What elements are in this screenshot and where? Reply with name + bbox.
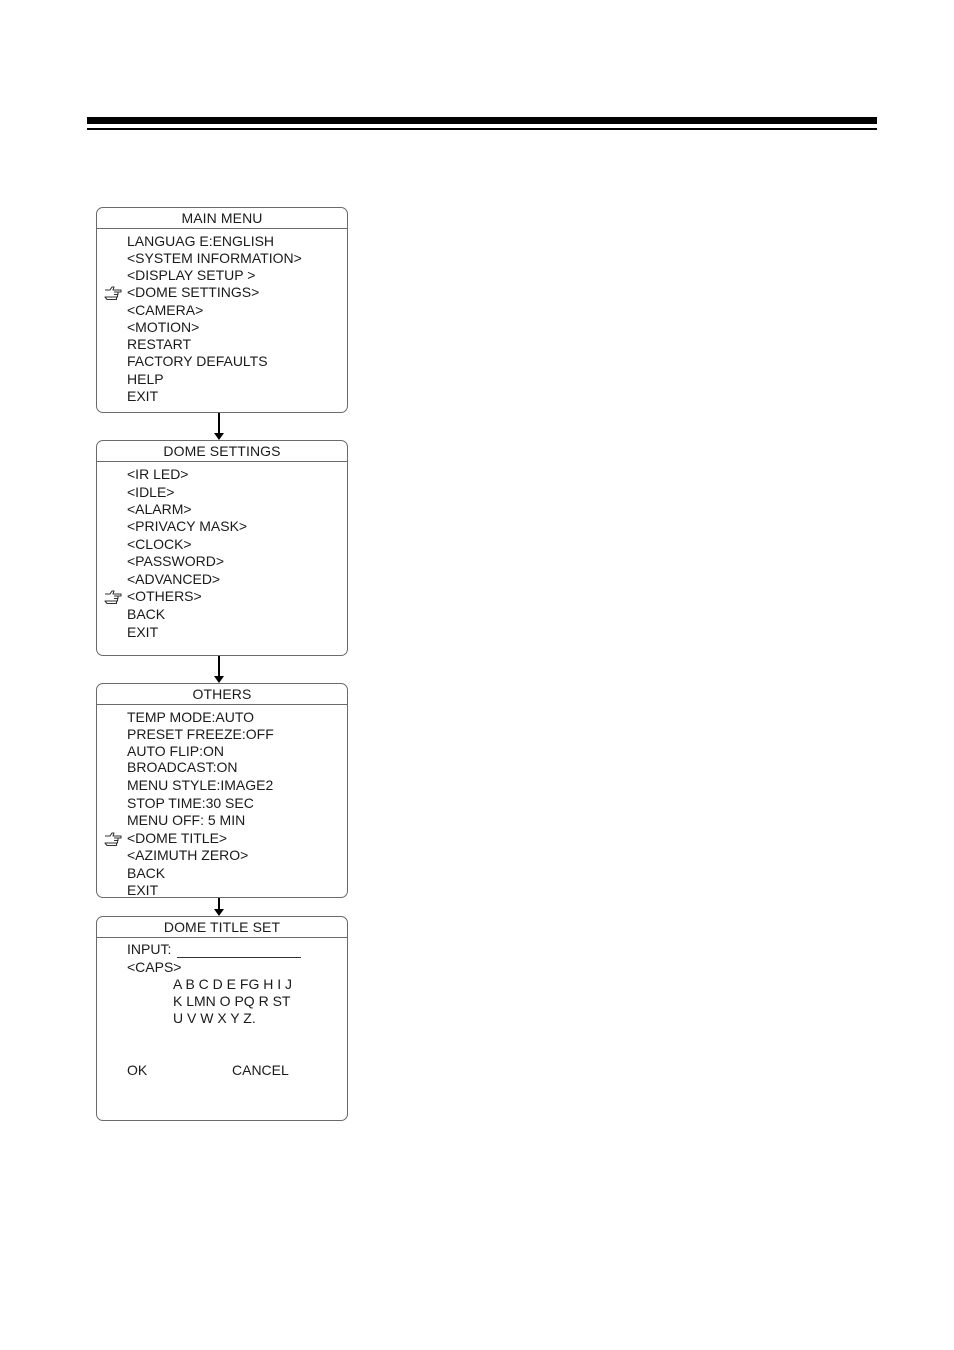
menu-item-advanced[interactable]: <ADVANCED> [127, 571, 221, 587]
others-title: OTHERS [97, 684, 347, 705]
menu-item-broadcast[interactable]: BROADCAST:ON [127, 759, 238, 775]
menu-item-back[interactable]: BACK [127, 865, 166, 881]
others-panel: OTHERS TEMP MODE:AUTO PRESET FREEZE:OFF … [96, 683, 348, 898]
menu-item-motion[interactable]: <MOTION> [127, 319, 200, 335]
dome-settings-panel: DOME SETTINGS <IR LED> <IDLE> <ALARM> <P… [96, 440, 348, 656]
menu-item-dome-title[interactable]: <DOME TITLE> [127, 830, 228, 846]
menu-item-temp-mode[interactable]: TEMP MODE:AUTO [127, 709, 255, 725]
menu-item-menu-style[interactable]: MENU STYLE:IMAGE2 [127, 777, 274, 793]
menu-item-clock[interactable]: <CLOCK> [127, 536, 192, 552]
dome-title-set-title: DOME TITLE SET [97, 917, 347, 938]
menu-item-camera[interactable]: <CAMERA> [127, 302, 204, 318]
menu-item-auto-flip[interactable]: AUTO FLIP:ON [127, 743, 224, 759]
menu-item-restart[interactable]: RESTART [127, 336, 192, 352]
header-rule-thick [87, 117, 877, 124]
menu-item-stop-time[interactable]: STOP TIME:30 SEC [127, 795, 254, 811]
dome-settings-title: DOME SETTINGS [97, 441, 347, 462]
menu-item-exit[interactable]: EXIT [127, 882, 159, 898]
dome-title-set-panel: DOME TITLE SET INPUT: <CAPS> A B C D E F… [96, 916, 348, 1121]
menu-item-dome-settings[interactable]: <DOME SETTINGS> [127, 284, 260, 300]
menu-item-password[interactable]: <PASSWORD> [127, 553, 224, 569]
menu-item-exit[interactable]: EXIT [127, 624, 159, 640]
menu-item-ir-led[interactable]: <IR LED> [127, 466, 189, 482]
menu-item-azimuth-zero[interactable]: <AZIMUTH ZERO> [127, 847, 249, 863]
menu-item-language[interactable]: LANGUAG E:ENGLISH [127, 233, 275, 249]
menu-item-exit[interactable]: EXIT [127, 388, 159, 404]
down-arrow-icon [214, 898, 224, 916]
main-menu-title: MAIN MENU [97, 208, 347, 229]
menu-item-others[interactable]: <OTHERS> [127, 588, 202, 604]
pointing-hand-icon [104, 832, 122, 847]
alphabet-row[interactable]: A B C D E FG H I J [173, 976, 293, 992]
menu-item-privacy-mask[interactable]: <PRIVACY MASK> [127, 518, 248, 534]
header-rule-thin [87, 128, 877, 130]
main-menu-panel: MAIN MENU LANGUAG E:ENGLISH <SYSTEM INFO… [96, 207, 348, 413]
down-arrow-icon [214, 413, 224, 440]
input-label: INPUT: [127, 941, 172, 957]
pointing-hand-icon [104, 286, 122, 301]
caps-toggle[interactable]: <CAPS> [127, 959, 182, 975]
alphabet-row[interactable]: K LMN O PQ R ST [173, 993, 291, 1009]
menu-item-alarm[interactable]: <ALARM> [127, 501, 192, 517]
menu-item-back[interactable]: BACK [127, 606, 166, 622]
title-input-field[interactable] [177, 957, 301, 958]
down-arrow-icon [214, 656, 224, 683]
menu-item-factory-defaults[interactable]: FACTORY DEFAULTS [127, 353, 268, 369]
menu-item-idle[interactable]: <IDLE> [127, 484, 175, 500]
menu-item-system-information[interactable]: <SYSTEM INFORMATION> [127, 250, 302, 266]
ok-button[interactable]: OK [127, 1062, 148, 1078]
alphabet-row[interactable]: U V W X Y Z. [173, 1010, 256, 1026]
menu-item-preset-freeze[interactable]: PRESET FREEZE:OFF [127, 726, 274, 742]
menu-item-menu-off[interactable]: MENU OFF: 5 MIN [127, 812, 246, 828]
menu-item-help[interactable]: HELP [127, 371, 164, 387]
pointing-hand-icon [104, 590, 122, 605]
cancel-button[interactable]: CANCEL [232, 1062, 289, 1078]
menu-item-display-setup[interactable]: <DISPLAY SETUP > [127, 267, 256, 283]
